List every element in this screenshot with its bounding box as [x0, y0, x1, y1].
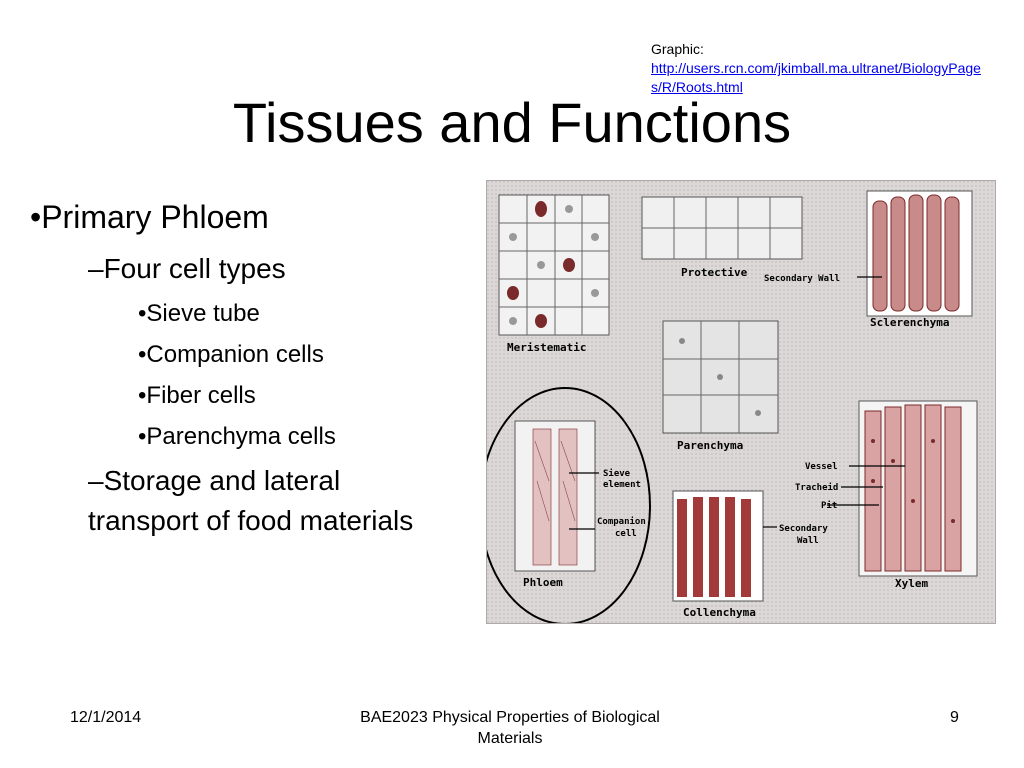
graphic-credit: Graphic: http://users.rcn.com/jkimball.m… [651, 40, 981, 97]
plant-tissue-figure: Meristematic Protective Secondary Wall S… [486, 180, 996, 624]
bullet-storage-transport: –Storage and lateral transport of food m… [88, 465, 414, 536]
label-parenchyma: Parenchyma [677, 439, 743, 452]
label-phloem: Phloem [523, 576, 563, 589]
credit-label: Graphic: [651, 41, 704, 57]
label-wall: Wall [797, 536, 819, 546]
label-sclerenchyma: Sclerenchyma [870, 316, 949, 329]
label-tracheid: Tracheid [795, 482, 838, 493]
bullet-fiber-cells: •Fiber cells [138, 382, 256, 409]
label-xylem: Xylem [895, 577, 928, 590]
bullet-companion-cells: •Companion cells [138, 341, 324, 368]
label-pit: Pit [821, 500, 837, 511]
phloem-highlight-circle [487, 387, 651, 623]
footer-date: 12/1/2014 [70, 709, 142, 726]
label-vessel: Vessel [805, 462, 838, 472]
label-sieve: Sieve [603, 468, 631, 479]
label-companion: Companion [597, 516, 646, 527]
meristematic-illustration [498, 194, 610, 336]
bullet-primary-phloem: •Primary Phloem [30, 199, 269, 235]
xylem-illustration [858, 400, 978, 577]
slide-title: Tissues and Functions [232, 91, 792, 154]
credit-link[interactable]: http://users.rcn.com/jkimball.ma.ultrane… [651, 60, 981, 95]
label-protective: Protective [681, 266, 748, 279]
bullet-parenchyma-cells: •Parenchyma cells [138, 423, 336, 450]
bullet-four-cell-types: –Four cell types [88, 253, 286, 284]
phloem-illustration [514, 420, 596, 572]
bullet-sieve-tube: •Sieve tube [138, 300, 260, 327]
label-element: element [603, 480, 641, 490]
label-secondary-wall-top: Secondary Wall [764, 274, 840, 284]
footer-course: BAE2023 Physical Properties of Biologica… [360, 709, 660, 747]
sclerenchyma-illustration [866, 190, 973, 317]
parenchyma-illustration [662, 320, 779, 434]
label-meristematic: Meristematic [507, 341, 586, 354]
label-cell: cell [615, 529, 637, 539]
bullet-list: •Primary Phloem –Four cell types •Sieve … [30, 195, 430, 541]
label-collenchyma: Collenchyma [683, 606, 756, 619]
collenchyma-illustration [672, 490, 764, 602]
label-secondary: Secondary [779, 524, 828, 534]
tissue-illustration: Meristematic Protective Secondary Wall S… [487, 181, 995, 623]
protective-illustration [641, 196, 803, 260]
footer-page-number: 9 [950, 709, 959, 726]
